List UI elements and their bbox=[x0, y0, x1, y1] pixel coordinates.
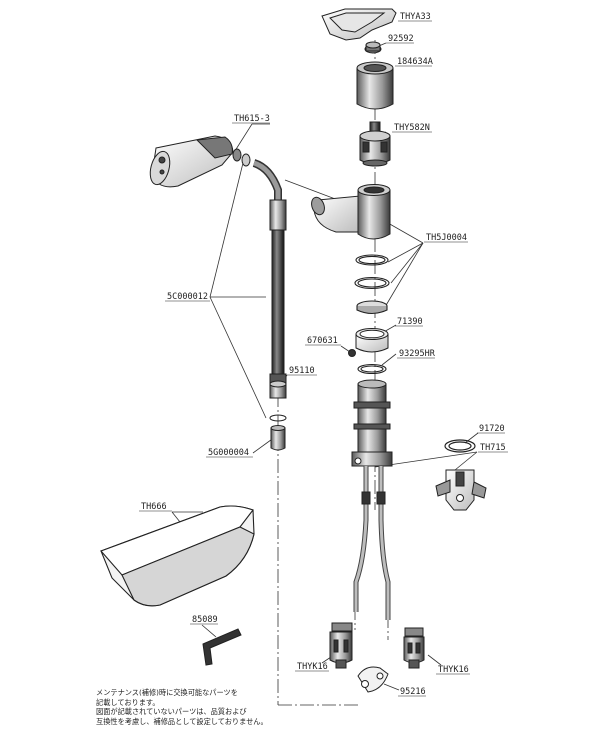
label-670631: 670631 bbox=[307, 336, 338, 346]
label-thyk16-right: THYK16 bbox=[438, 665, 469, 675]
label-th615-3: TH615-3 bbox=[234, 114, 270, 124]
tray-th666-part bbox=[100, 505, 255, 607]
supply-hoses-part bbox=[353, 466, 391, 620]
label-5c000012: 5C000012 bbox=[167, 292, 208, 302]
label-71390: 71390 bbox=[397, 317, 423, 327]
label-th715: TH715 bbox=[480, 443, 506, 453]
nut-95110-part bbox=[269, 380, 287, 399]
label-thyk16-left: THYK16 bbox=[297, 662, 328, 672]
lower-valve-body-part bbox=[351, 379, 393, 467]
screw-92592-part bbox=[364, 41, 382, 54]
label-95110: 95110 bbox=[289, 366, 315, 376]
cover-184634a-part bbox=[356, 61, 394, 110]
maintenance-note: メンテナンス(補修)時に交換可能なパーツを 記載しております。 図面が記載されて… bbox=[96, 688, 396, 726]
handle-lever-part bbox=[321, 8, 397, 41]
label-5g000004: 5G000004 bbox=[208, 448, 249, 458]
ring-91720-part bbox=[444, 439, 476, 453]
clip-95216-part bbox=[357, 666, 389, 693]
spray-connector-part bbox=[232, 148, 251, 167]
label-91720: 91720 bbox=[479, 424, 505, 434]
label-thya33: THYA33 bbox=[400, 12, 431, 22]
o-rings-part bbox=[354, 254, 390, 315]
note-line-2: 記載しております。 bbox=[96, 697, 160, 707]
label-95216: 95216 bbox=[400, 687, 426, 697]
hex-wrench-85089-part bbox=[202, 628, 242, 666]
cartridge-thy582n-part bbox=[359, 121, 391, 167]
label-184634a: 184634A bbox=[397, 57, 433, 67]
nut-71390-part bbox=[355, 328, 389, 353]
note-line-3: 図面が記載されていないパーツは、品質および bbox=[96, 707, 247, 717]
fitting-thyk16-right-part bbox=[403, 627, 425, 669]
leader-lines bbox=[171, 19, 479, 706]
note-line-4: 互換性を考慮し、補修品として設定しておりません。 bbox=[96, 716, 268, 726]
label-thy582n: THY582N bbox=[394, 123, 430, 133]
weight-5g000004-part bbox=[269, 414, 287, 451]
spray-head-th615-3-part bbox=[149, 135, 234, 188]
fitting-thyk16-left-part bbox=[329, 622, 353, 669]
spray-hose-5c000012-part bbox=[252, 159, 287, 385]
note-line-1: メンテナンス(補修)時に交換可能なパーツを bbox=[96, 688, 238, 697]
faucet-body-th5j0004-part bbox=[311, 184, 391, 240]
bracket-th715-part bbox=[435, 469, 487, 511]
label-th666: TH666 bbox=[141, 502, 167, 512]
label-th5j0004: TH5J0004 bbox=[426, 233, 467, 243]
set-screw-670631-part bbox=[348, 349, 356, 357]
o-ring-93295hr-part bbox=[357, 363, 387, 375]
label-92592: 92592 bbox=[388, 34, 414, 44]
part-labels: THYA33 92592 184634A THY582N TH615-3 TH5… bbox=[139, 12, 508, 697]
label-93295hr: 93295HR bbox=[399, 349, 436, 359]
label-85089: 85089 bbox=[192, 615, 218, 625]
